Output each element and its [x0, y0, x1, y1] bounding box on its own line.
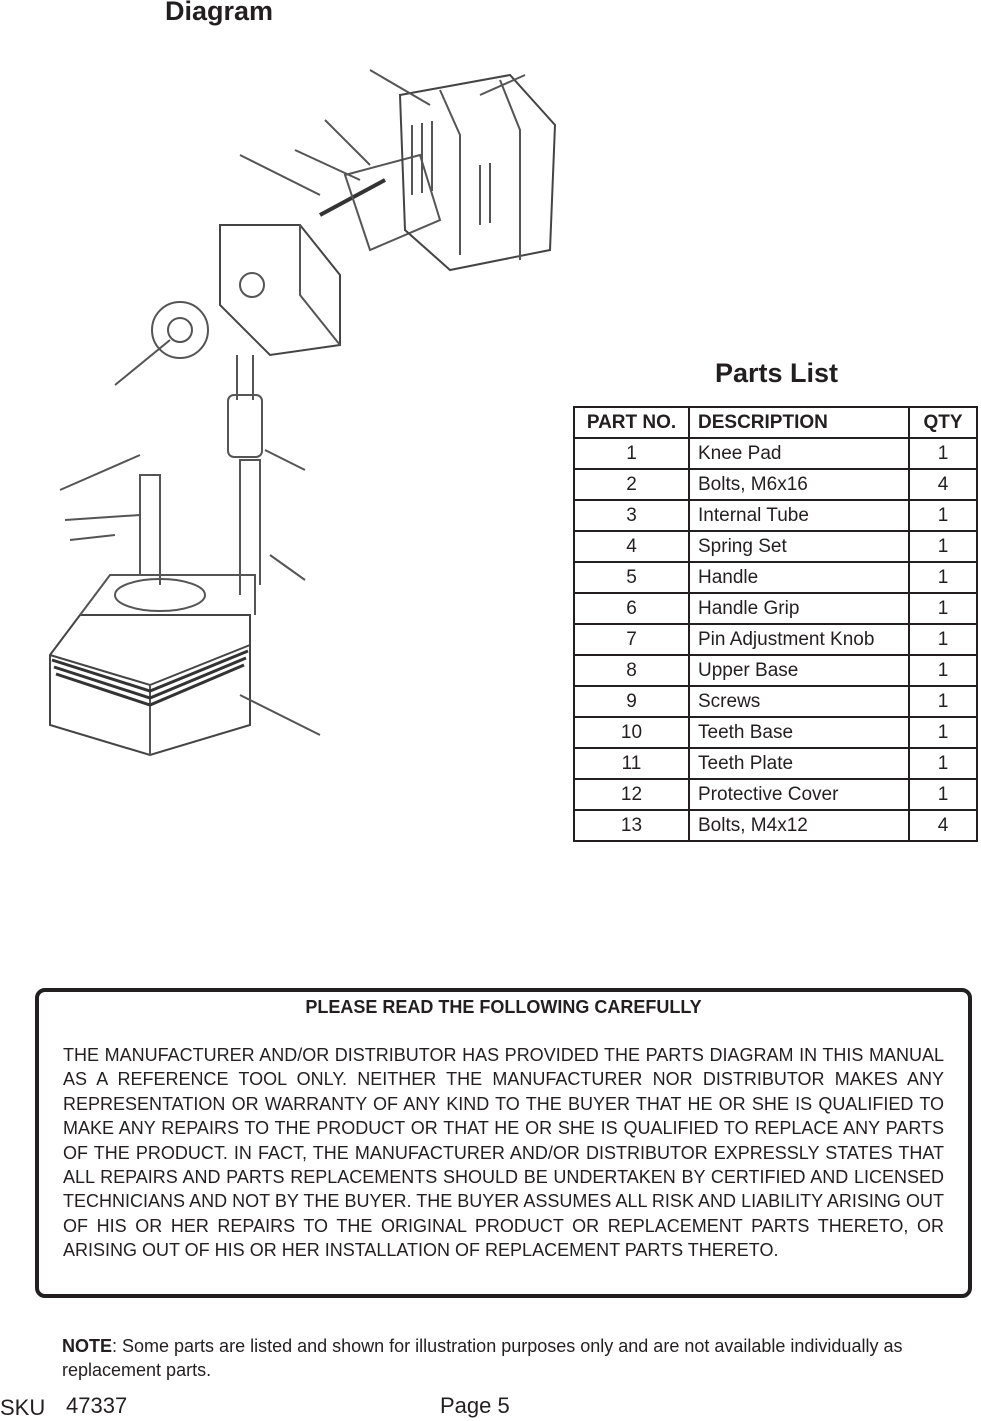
part-description: Teeth Plate [688, 747, 910, 780]
part-description: Spring Set [688, 530, 910, 563]
part-description: Teeth Base [688, 716, 910, 749]
parts-table-header: PART NO. DESCRIPTION QTY [573, 406, 978, 439]
part-qty: 1 [908, 685, 978, 718]
page-number: Page 5 [440, 1393, 510, 1418]
part-qty: 4 [908, 468, 978, 501]
part-description: Bolts, M4x12 [688, 809, 910, 842]
part-description: Handle [688, 561, 910, 594]
part-no: 1 [573, 437, 690, 470]
disclaimer-box: PLEASE READ THE FOLLOWING CAREFULLY THE … [35, 988, 972, 1298]
header-part-no: PART NO. [573, 406, 690, 439]
part-no: 11 [573, 747, 690, 780]
note-label: NOTE [62, 1336, 113, 1356]
diagram-title: Diagram [165, 0, 274, 26]
part-no: 12 [573, 778, 690, 811]
part-description: Handle Grip [688, 592, 910, 625]
part-no: 13 [573, 809, 690, 842]
part-qty: 1 [908, 623, 978, 656]
parts-list-title: Parts List [715, 358, 839, 388]
part-no: 10 [573, 716, 690, 749]
exploded-parts-diagram [49, 69, 557, 757]
note-paragraph: NOTE: Some parts are listed and shown fo… [62, 1334, 942, 1382]
part-description: Knee Pad [688, 437, 910, 470]
disclaimer-text: THE MANUFACTURER AND/OR DISTRIBUTOR HAS … [63, 1045, 944, 1261]
part-description: Pin Adjustment Knob [688, 623, 910, 656]
part-qty: 1 [908, 499, 978, 532]
part-qty: 1 [908, 747, 978, 780]
note-text: : Some parts are listed and shown for il… [62, 1336, 903, 1380]
header-description: DESCRIPTION [688, 406, 910, 439]
header-qty: QTY [908, 406, 978, 439]
part-no: 4 [573, 530, 690, 563]
disclaimer-heading: PLEASE READ THE FOLLOWING CAREFULLY [305, 997, 702, 1017]
part-no: 7 [573, 623, 690, 656]
part-qty: 1 [908, 778, 978, 811]
part-no: 9 [573, 685, 690, 718]
sku-number: 47337 [66, 1393, 128, 1418]
part-description: Bolts, M6x16 [688, 468, 910, 501]
part-qty: 4 [908, 809, 978, 842]
part-description: Screws [688, 685, 910, 718]
part-description: Internal Tube [688, 499, 910, 532]
part-qty: 1 [908, 530, 978, 563]
part-qty: 1 [908, 592, 978, 625]
part-qty: 1 [908, 654, 978, 687]
part-qty: 1 [908, 561, 978, 594]
part-no: 3 [573, 499, 690, 532]
sku-label: SKU [0, 1395, 46, 1420]
part-qty: 1 [908, 437, 978, 470]
part-no: 2 [573, 468, 690, 501]
part-no: 6 [573, 592, 690, 625]
part-no: 8 [573, 654, 690, 687]
part-no: 5 [573, 561, 690, 594]
part-description: Protective Cover [688, 778, 910, 811]
part-qty: 1 [908, 716, 978, 749]
part-description: Upper Base [688, 654, 910, 687]
